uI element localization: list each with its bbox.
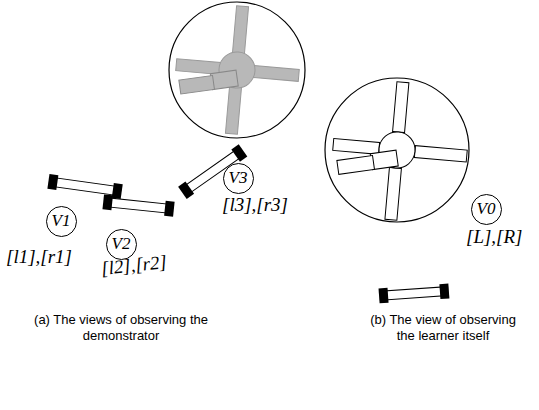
view-name: V0 bbox=[477, 199, 496, 219]
vehicle-v0 bbox=[379, 284, 450, 304]
demonstrator-robot bbox=[169, 1, 305, 139]
view-readings: [l3],[r3] bbox=[222, 194, 288, 216]
view-readings: [L],[R] bbox=[466, 226, 523, 248]
view-name: V1 bbox=[52, 211, 71, 231]
view-circle: V3 bbox=[223, 163, 254, 194]
view-circle: V1 bbox=[46, 206, 77, 237]
vehicle-v2 bbox=[102, 194, 174, 216]
view-name: V3 bbox=[229, 168, 248, 188]
view-circle: V0 bbox=[471, 194, 502, 225]
learner-robot bbox=[325, 77, 473, 226]
view-readings: [l1],[r1] bbox=[6, 246, 72, 268]
subfigure-caption: (a) The views of observing the demonstra… bbox=[30, 312, 212, 344]
view-name: V2 bbox=[112, 234, 131, 254]
subfigure-caption: (b) The view of observing the learner it… bbox=[368, 312, 518, 344]
